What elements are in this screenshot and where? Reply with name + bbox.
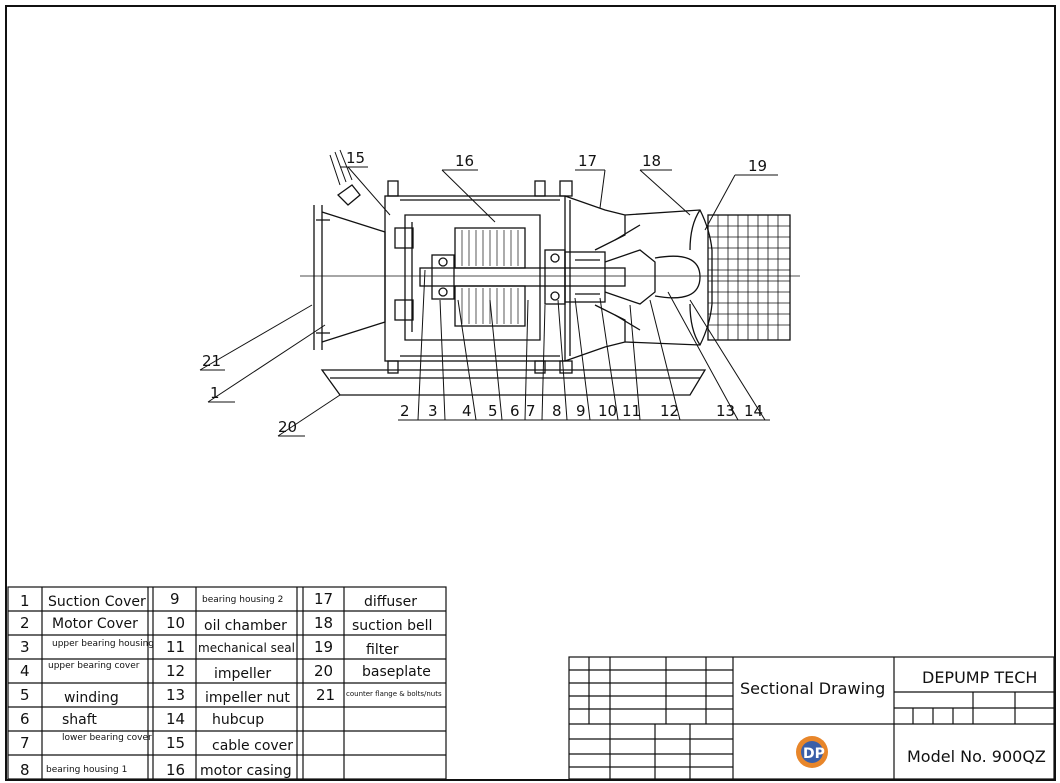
part-name: upper bearing cover [48,661,140,671]
drawing-title: Sectional Drawing [740,679,885,698]
part-num: 16 [166,761,185,779]
callout-20: 20 [278,418,297,436]
callout-8: 8 [552,402,562,420]
part-num: 6 [20,710,30,728]
part-num: 1 [20,592,30,610]
part-name: bearing housing 1 [46,765,127,775]
part-name: mechanical seal [198,641,295,655]
callout-13: 13 [716,402,735,420]
part-num: 2 [20,614,30,632]
title-block: Sectional Drawing DEPUMP TECH Model No. … [568,656,1055,780]
model-number: Model No. 900QZ [907,747,1046,766]
callout-7: 7 [526,402,536,420]
part-name: counter flange & bolts/nuts [346,690,442,698]
callout-6: 6 [510,402,520,420]
part-name: oil chamber [204,618,287,634]
logo-text: DP [803,746,825,762]
part-name: diffuser [364,594,417,610]
callout-15: 15 [346,149,365,167]
company-logo: DP [796,736,828,768]
callout-18: 18 [642,152,661,170]
callout-21: 21 [202,352,221,370]
part-name: bearing housing 2 [202,595,283,605]
part-num: 15 [166,734,185,752]
part-num: 7 [20,734,30,752]
part-name: shaft [62,712,97,728]
callout-16: 16 [455,152,474,170]
leader-lines [199,166,778,437]
part-num: 19 [314,638,333,656]
part-name: lower bearing cover [62,733,152,743]
callout-10: 10 [598,402,617,420]
callout-17: 17 [578,152,597,170]
callout-4: 4 [462,402,472,420]
part-num: 10 [166,614,185,632]
callout-3: 3 [428,402,438,420]
callout-19: 19 [748,157,767,175]
parts-table: 1 Suction Cover 9 bearing housing 2 17 d… [7,586,447,780]
part-name: Suction Cover [48,594,146,610]
callout-12: 12 [660,402,679,420]
part-num: 20 [314,662,333,680]
callout-9: 9 [576,402,586,420]
part-num: 8 [20,761,30,779]
sheet-border [5,5,1056,781]
part-name: impeller nut [205,690,290,706]
pump-cross-section [300,149,800,396]
part-name: hubcup [212,712,264,728]
part-num: 3 [20,638,30,656]
part-name: winding [64,690,119,706]
part-num: 9 [170,590,180,608]
part-name: motor casing [200,763,292,779]
part-num: 13 [166,686,185,704]
part-num: 21 [316,686,335,704]
callout-1: 1 [210,384,220,402]
part-num: 11 [166,638,185,656]
company-name: DEPUMP TECH [922,668,1037,687]
part-num: 12 [166,662,185,680]
part-num: 18 [314,614,333,632]
part-name: cable cover [212,738,293,754]
callout-labels: 1 2 3 4 5 6 7 8 9 10 11 12 13 14 15 16 1… [202,149,767,436]
part-num: 17 [314,590,333,608]
part-num: 4 [20,662,30,680]
part-name: suction bell [352,618,432,634]
part-name: upper bearing housing [52,639,154,649]
part-name: impeller [214,666,271,682]
part-name: filter [366,642,399,658]
part-name: Motor Cover [52,616,138,632]
callout-2: 2 [400,402,410,420]
part-num: 14 [166,710,185,728]
callout-11: 11 [622,402,641,420]
callout-5: 5 [488,402,498,420]
part-num: 5 [20,686,30,704]
callout-14: 14 [744,402,763,420]
part-name: baseplate [362,664,431,680]
